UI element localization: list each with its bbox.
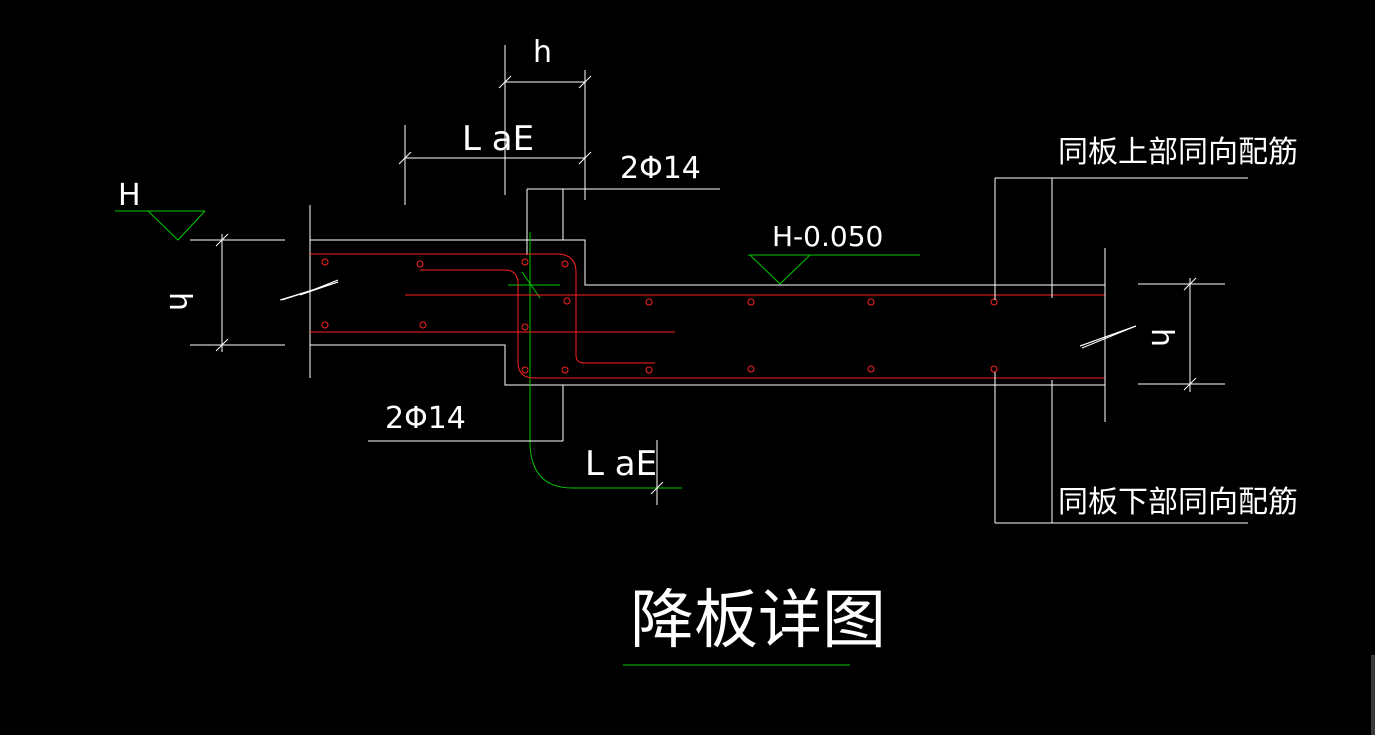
dim-lae-bottom-label: L aE [585,444,657,484]
rebar-dots [321,258,998,374]
dim-h-right-label: h [1144,328,1179,347]
dim-h-top-label: h [533,35,552,70]
rebar-callout-bottom: 2Φ14 [385,401,466,436]
dim-lae-top-label: L aE [462,119,534,159]
right-slab-outline [994,177,1248,524]
elev-mid-label: H-0.050 [772,220,883,253]
dimension-h-top: h [498,35,592,200]
anchor-lines [508,232,682,489]
dimension-h-left: h [162,233,285,352]
dimension-h-right: h [1138,277,1225,392]
left-slab-outline [279,205,1105,386]
dimension-lae-top: L aE [398,119,592,205]
vertical-scrollbar[interactable] [1371,655,1375,735]
rebar-callout-top: 2Φ14 [620,151,701,186]
elevation-marker-mid: H-0.050 [748,220,920,285]
elevation-marker-left: H [115,178,206,241]
dim-h-left-label: h [162,292,197,311]
note-bottom-right: 同板下部同向配筋 [1058,485,1298,520]
rebar-lines [310,253,1105,379]
drawing-title: 降板详图 [630,584,886,658]
note-top-right: 同板上部同向配筋 [1058,135,1298,170]
elev-left-label: H [118,178,141,213]
dimension-lae-bottom: L aE [585,440,664,505]
